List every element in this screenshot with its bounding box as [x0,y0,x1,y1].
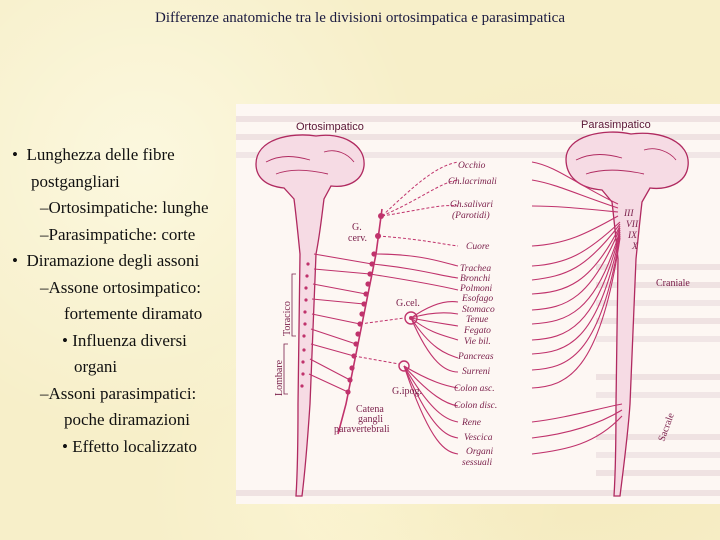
organ-label: Surreni [462,367,491,377]
sub-bullet-text: Parasimpatiche: corte [48,224,196,244]
heading-ortosimpatico: Ortosimpatico [296,121,364,133]
organ-label: sessuali [462,458,492,468]
bullet-text: Diramazione degli assoni [26,251,200,270]
left-brain-spinal-cord [255,134,365,497]
sub-sub-bullet-text: Influenza diversi [72,330,187,350]
organ-label: Tenue [466,315,488,325]
label-catena: gangli [358,414,383,425]
sub-bullet-text: Assoni parasimpatici: [48,383,197,403]
sub-bullet-continuation: poche diramazioni [64,410,191,429]
label-g-cerv: cerv. [348,233,367,244]
organ-label: Vie bil. [464,337,491,347]
sub-sub-bullet-text: Effetto localizzato [72,436,197,456]
sub-bullet-text: Ortosimpatiche: lunghe [48,198,209,217]
sub-sub-bullet-item: • Effetto localizzato [62,436,197,456]
sub-bullet-item: –Assoni parasimpatici: [40,383,197,403]
organ-label: Vescica [464,433,493,443]
autonomic-diagram-svg: Ortosimpatico Parasimpatico [236,116,720,497]
organ-label: Occhio [458,161,486,171]
organ-label: Rene [461,418,481,428]
heading-parasimpatico: Parasimpatico [581,119,651,131]
organ-label: Fegato [463,326,491,336]
label-catena: Catena [356,404,384,415]
organ-label: Esofago [461,293,493,304]
sub-sub-bullet-item: • Influenza diversi [62,330,187,350]
sub-bullet-continuation: fortemente diramato [64,304,203,323]
label-g-cel: G.cel. [396,298,420,309]
organ-label: Gh.lacrimali [448,177,497,187]
label-g-ipog: G.ipog. [392,386,422,397]
sub-bullet-item: –Ortosimpatiche: lunghe [40,198,209,217]
bullet-text: Lunghezza delle fibre postgangliari [26,145,175,191]
cranial-nerve-label: X [631,242,639,252]
cranial-nerve-label: III [623,209,634,219]
label-g-cerv: G. [352,222,362,233]
organ-label: Stomaco [462,305,495,315]
label-toracico: Toracico [282,301,293,336]
bullet-item: • Diramazione degli assoni [12,251,200,270]
organ-label: Pancreas [457,352,494,362]
sub-bullet-text: Assone ortosimpatico: [48,277,202,297]
sub-sub-bullet-continuation: organi [74,357,118,376]
organ-label: Polmoni [459,284,493,294]
thoracic-lumbar-dots [300,262,310,388]
sympathetic-fibers [353,161,459,455]
lumbar-bracket [283,343,288,395]
bullet-item: • Lunghezza delle fibre postgangliari [12,145,175,191]
label-catena: paravertebrali [334,424,390,435]
label-craniale: Craniale [656,278,690,289]
organ-label: Bronchi [460,274,491,284]
slide-title: Differenze anatomiche tra le divisioni o… [155,10,565,26]
scan-background-text [236,116,720,496]
sub-bullet-item: –Assone ortosimpatico: [40,277,202,297]
hypogastric-ganglion [398,360,410,372]
organ-label: Gh.salivari [450,200,493,210]
organ-label: Organi [466,447,493,457]
thoracic-bracket [291,273,296,337]
cranial-nerve-labels: III VII IX X [623,209,639,252]
organ-label: Colon disc. [454,401,497,411]
organ-label: Trachea [460,264,491,274]
celiac-ganglion [404,311,418,325]
bullet-list: • Lunghezza delle fibre postgangliari –O… [12,142,240,460]
right-brain-spinal-cord [565,131,689,497]
autonomic-nervous-system-figure: Ortosimpatico Parasimpatico [236,104,720,504]
organ-label: Cuore [466,242,489,252]
organ-label: (Parotidi) [452,210,490,221]
cranial-nerve-label: IX [627,231,638,241]
organ-labels: Occhio Gh.lacrimali Gh.salivari (Parotid… [448,161,497,468]
organ-label: Colon asc. [454,384,495,394]
parasympathetic-fibers [531,161,623,455]
label-lombare: Lombare [274,359,285,396]
cord-to-chain-connectors [308,253,373,393]
sub-bullet-item: –Parasimpatiche: corte [40,224,196,244]
cranial-nerve-label: VII [626,220,639,230]
